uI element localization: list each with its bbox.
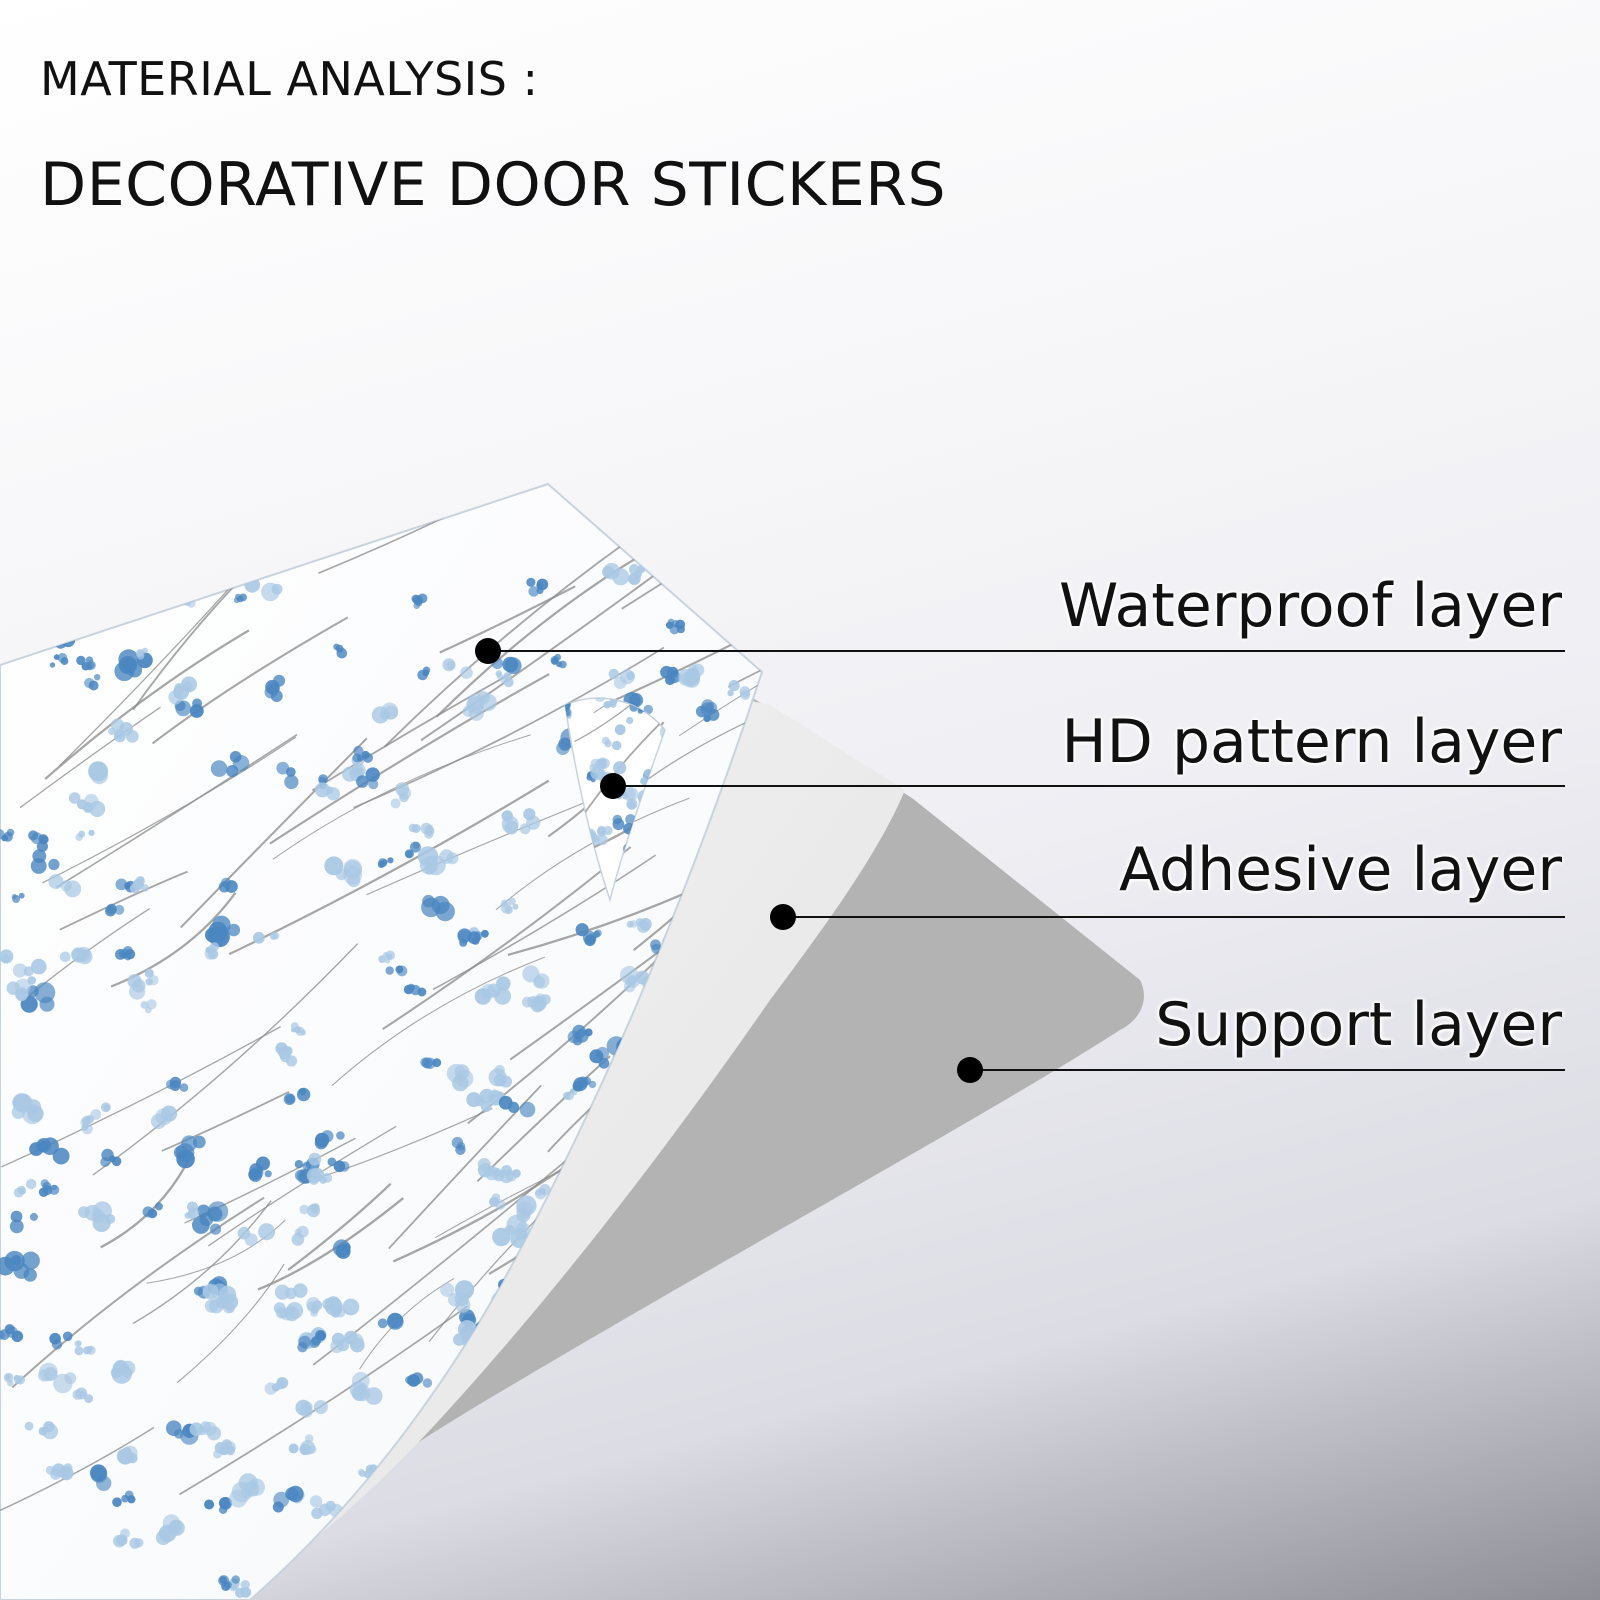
label-waterproof-layer: Waterproof layer	[1059, 571, 1562, 641]
label-adhesive-layer: Adhesive layer	[1119, 835, 1562, 905]
callout-support	[957, 1057, 1565, 1083]
callout-hd-pattern	[600, 773, 1565, 799]
title-line-2: DECORATIVE DOOR STICKERS	[40, 150, 947, 220]
label-hd-pattern-layer: HD pattern layer	[1061, 707, 1562, 777]
callout-adhesive	[770, 904, 1565, 930]
pattern-sheet	[0, 482, 764, 1600]
callout-waterproof	[475, 638, 1565, 664]
label-support-layer: Support layer	[1155, 990, 1562, 1060]
title-line-1: MATERIAL ANALYSIS :	[40, 52, 539, 106]
